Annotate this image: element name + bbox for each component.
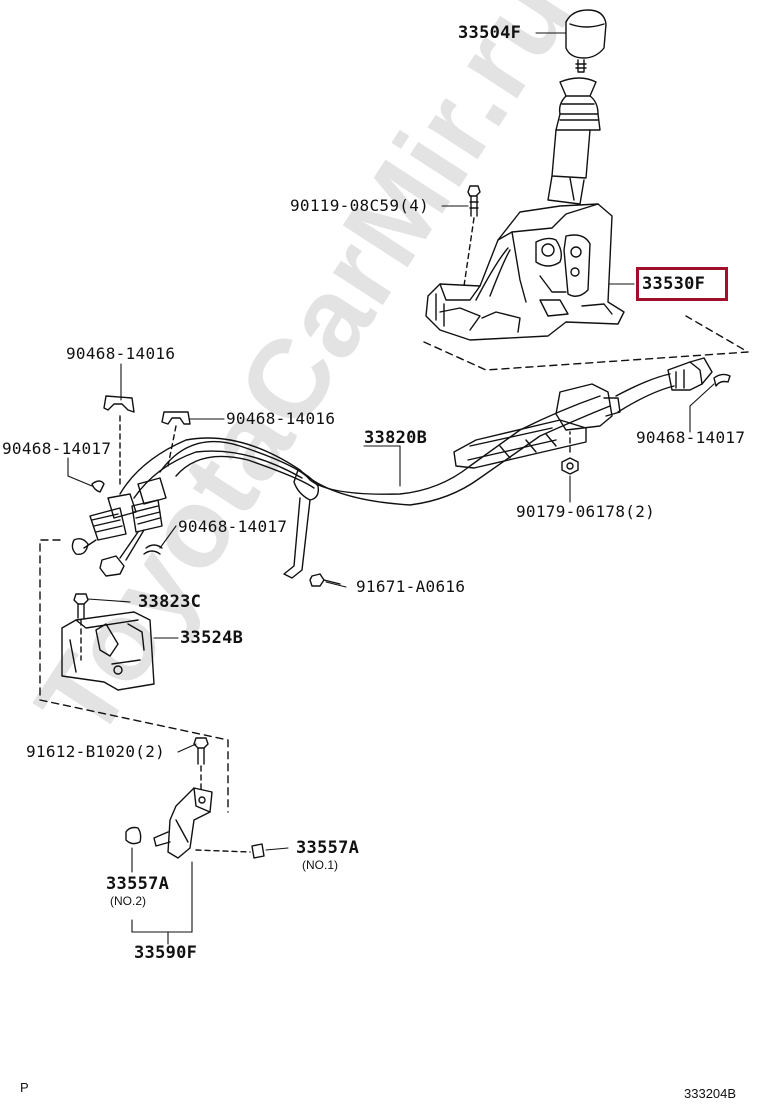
- bracket-33590f-drawing: [125, 787, 265, 859]
- label-90468-14016-b[interactable]: 90468-14016: [226, 409, 336, 428]
- label-90468-14016-a[interactable]: 90468-14016: [66, 344, 176, 363]
- label-91671[interactable]: 91671-A0616: [356, 577, 466, 596]
- bolt-90119-drawing: [463, 185, 481, 287]
- label-33557a-no2[interactable]: 33557A: [106, 874, 170, 894]
- shift-lever-drawing: [547, 77, 601, 205]
- label-90179[interactable]: 90179-06178(2): [516, 502, 656, 521]
- bolt-91612-drawing: [193, 737, 209, 793]
- note-no2: (NO.2): [110, 894, 146, 908]
- bolt-91671-drawing: [309, 573, 341, 587]
- link-dashed-line: [39, 539, 229, 813]
- shift-housing-drawing: [425, 203, 625, 341]
- label-33524b[interactable]: 33524B: [180, 628, 244, 648]
- highlight-box-33530f: [636, 267, 728, 301]
- bracket-33524b-drawing: [61, 611, 155, 691]
- label-33823c[interactable]: 33823C: [138, 592, 202, 612]
- bolt-33823c-drawing: [73, 593, 89, 661]
- label-33530f[interactable]: 33530F: [642, 274, 706, 294]
- footer-left-code: P: [20, 1080, 29, 1095]
- label-91612[interactable]: 91612-B1020(2): [26, 742, 166, 761]
- label-90119[interactable]: 90119-08C59(4): [290, 196, 430, 215]
- label-90468-14017-mid[interactable]: 90468-14017: [178, 517, 288, 536]
- label-33504f[interactable]: 33504F: [458, 23, 522, 43]
- label-90468-14017-left[interactable]: 90468-14017: [2, 439, 112, 458]
- label-33590f[interactable]: 33590F: [134, 943, 198, 963]
- cable-end-left-drawing: [71, 395, 191, 577]
- label-90468-14017-right[interactable]: 90468-14017: [636, 428, 746, 447]
- nut-90179-drawing: [561, 431, 579, 475]
- cable-assembly-drawing: [119, 357, 731, 579]
- shift-knob-drawing: [565, 9, 607, 73]
- leader-lines: [67, 32, 715, 945]
- label-33557a-no1[interactable]: 33557A: [296, 838, 360, 858]
- mounting-plane-dashed: [423, 315, 749, 371]
- footer-diagram-id: 333204B: [684, 1086, 737, 1101]
- note-no1: (NO.1): [302, 858, 338, 872]
- label-33820b[interactable]: 33820B: [364, 428, 428, 448]
